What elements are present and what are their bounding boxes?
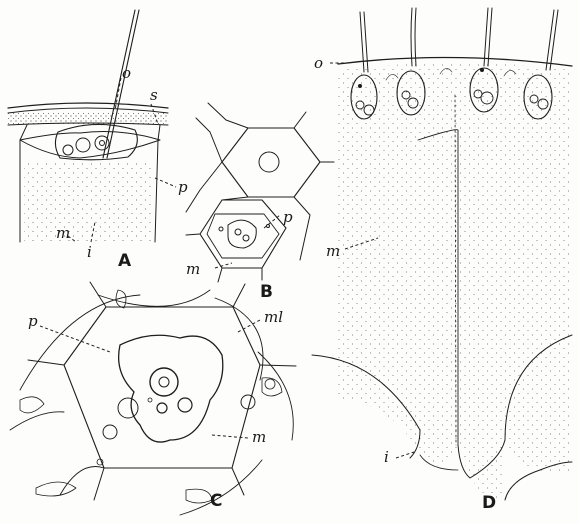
panel-d: o m i D [312,8,572,513]
panel-a-mucilage [24,160,154,242]
panel-a-outer-layer [8,103,168,108]
callout-b-m: m [186,260,200,278]
panel-c: p ml m C [10,282,296,515]
callout-d-i: i [384,448,389,466]
callout-a-i: i [87,243,92,261]
callout-d-m: m [326,242,340,260]
panel-a-label: A [118,251,132,271]
callout-a-p: p [178,178,188,196]
panel-c-nucleus [119,335,223,442]
callout-a-m: m [56,224,70,242]
panel-b-upper-cell [222,128,320,197]
callout-b-p: p [283,208,293,226]
callout-c-ml: ml [264,308,283,326]
panel-b: p m B [186,103,334,302]
panel-d-label: D [482,493,496,513]
panel-a-chloroplast [55,124,137,159]
panel-a: o s p m i A [8,10,188,271]
panel-c-label: C [210,491,222,511]
panel-b-nucleus [228,220,256,248]
callout-c-m: m [252,428,266,446]
callout-a-s: s [150,86,158,104]
callout-a-o: o [122,64,131,82]
callout-c-p: p [28,312,38,330]
panel-c-hexagon [64,307,260,468]
panel-a-flagellum [103,10,135,158]
panel-b-label: B [260,282,273,302]
panel-d-mucilage [338,63,572,500]
callout-d-o: o [314,54,323,72]
